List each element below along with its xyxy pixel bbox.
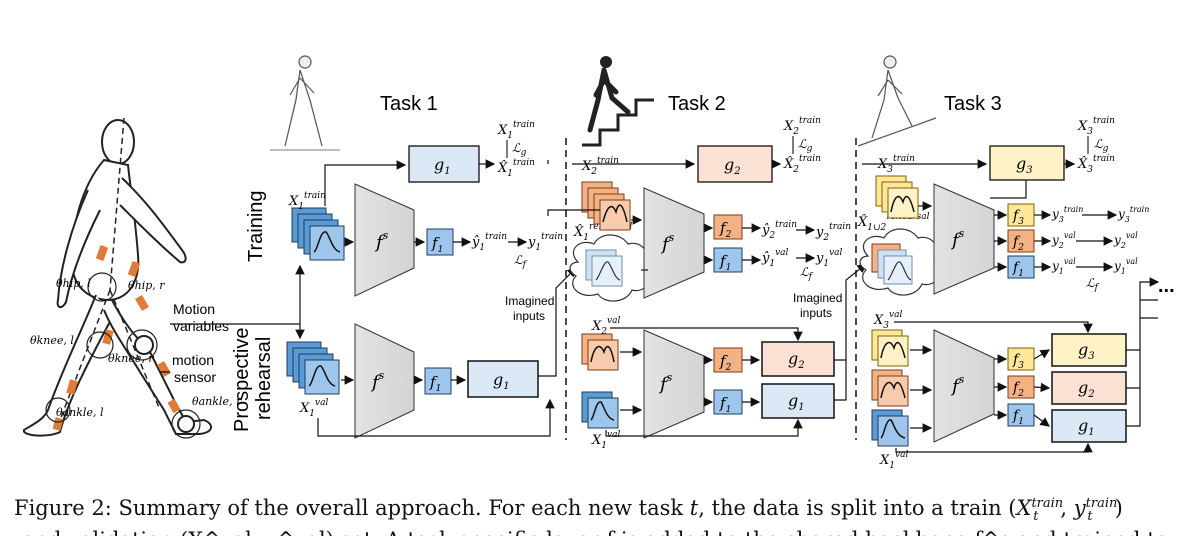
task2-xval2-label: X2val	[591, 316, 620, 337]
task3-val-input-stack-orange	[871, 369, 909, 407]
ankle-left-label: θankle, l	[56, 406, 104, 419]
task3-y3-train: y3train	[1051, 205, 1083, 224]
task3-train-fs-backbone	[933, 183, 995, 295]
rehearsal-label: rehearsal	[253, 337, 275, 420]
task1-train-input-stack	[291, 207, 345, 261]
stairs-icon	[582, 56, 654, 147]
task3-Lg: ℒg	[1094, 137, 1109, 154]
task1-Lg: ℒg	[512, 141, 527, 158]
task2-Lg: ℒg	[798, 137, 813, 154]
task3-title: Task 3	[944, 93, 1002, 115]
task2-reh-g2	[761, 341, 835, 377]
task3-y3-train-gt: y3train	[1117, 205, 1149, 224]
task2-train-f2-head	[713, 214, 743, 240]
task2-y-val: y1val	[815, 248, 843, 269]
task3-y1-val: y1val	[1051, 257, 1076, 276]
task3-val-input-stack-blue	[871, 409, 909, 447]
caption-comma: ,	[1060, 496, 1074, 520]
caption-task-var: t	[689, 496, 699, 520]
caption-text-2: , the data is split into a train (	[698, 496, 1017, 520]
knee-right-label: θknee, r	[108, 352, 154, 365]
walking-body-illustration	[23, 117, 212, 439]
task2-train-fs-backbone	[643, 187, 705, 299]
walking-icon	[270, 55, 340, 151]
caption-x-sup: train	[1031, 496, 1064, 511]
imagined-inputs-2a: Imagined	[793, 291, 842, 305]
task1-reh-f1-head	[424, 367, 452, 395]
motion-sensor-label-1: motion	[172, 352, 214, 368]
task3-reh-f1-label: f1	[1012, 408, 1024, 427]
caption-x-sub: t	[1033, 509, 1039, 525]
task2-title: Task 2	[668, 93, 726, 115]
task2-y-train: y2train	[815, 222, 851, 243]
task3-xhat-train: X̂3train	[1077, 154, 1115, 175]
imagined-inputs-2b: inputs	[800, 306, 832, 320]
task1-val-input-stack	[286, 341, 340, 395]
task3-reh-g2	[1051, 371, 1127, 405]
task2-val-input-stack-orange	[581, 333, 619, 371]
hip-right-label: θhip, r	[128, 279, 165, 292]
task2-xtrain-label: X2train	[581, 156, 619, 177]
task1-train-fs-backbone	[354, 183, 415, 297]
task3-reh-fs-backbone	[933, 329, 995, 443]
task1-xhat-train: X̂1train	[497, 158, 535, 179]
task1-yhat-train: ŷ1train	[471, 232, 507, 253]
task3-y1-val-gt: y1val	[1113, 257, 1138, 276]
motion-sensor-label-2: sensor	[174, 369, 216, 385]
caption-close: )	[1114, 496, 1123, 520]
task2-reh-f2	[713, 347, 743, 373]
task1-g1-generator	[408, 145, 480, 183]
task1-Lf: ℒf	[514, 253, 528, 270]
continuation-ellipsis: ...	[1158, 275, 1175, 297]
prospective-label: Prospective	[231, 328, 253, 433]
task1-xtrain-top: X1train	[497, 120, 535, 141]
task3-f1-label: f1	[1012, 260, 1024, 279]
task3-g3-generator	[989, 145, 1065, 181]
hip-left-label: θhip, l	[56, 277, 91, 290]
caption-y-sub: t	[1087, 509, 1093, 525]
training-label: Training	[245, 190, 267, 262]
imagined-inputs-1b: inputs	[513, 309, 545, 323]
motion-variables-label-2: variables	[173, 318, 229, 334]
task3-cloud	[859, 228, 940, 296]
task1-reh-g1	[467, 360, 539, 398]
knee-left-label: θknee, l	[30, 334, 74, 347]
task2-Lf: ℒf	[800, 265, 814, 282]
task2-train-f1-head	[713, 247, 743, 273]
caption-line2-text: and validation (X^val, y^val) set. A tas…	[22, 528, 1168, 536]
task2-reh-g1	[761, 383, 835, 419]
caption-x-var: X	[1016, 496, 1032, 520]
task2-train-input-stack	[581, 181, 631, 231]
caption-y-sup: train	[1085, 496, 1118, 511]
task1-xval-label: X1val	[299, 398, 328, 419]
task2-yhat-val: ŷ1val	[761, 248, 789, 269]
task2-xhat-train: X̂2train	[783, 154, 821, 175]
approach-diagram: θhip, l θhip, r θknee, l θknee, r θankle…	[23, 55, 1175, 471]
task3-val-input-stack-yellow	[871, 329, 909, 367]
task2-cloud	[569, 234, 650, 302]
task2-yhat-train: ŷ2train	[761, 220, 797, 241]
task3-y2-val: y2val	[1051, 231, 1076, 250]
task2-val-input-stack-blue	[581, 391, 619, 429]
imagined-inputs-1a: Imagined	[505, 294, 554, 308]
task3-y2-val-gt: y2val	[1113, 231, 1138, 250]
task3-xtrain-top: X3train	[1077, 116, 1115, 137]
task1-y-train: y1train	[527, 232, 563, 253]
figure-caption-line2: and validation (X^val, y^val) set. A tas…	[22, 528, 1192, 536]
task1-reh-fs-backbone	[354, 323, 415, 439]
task2-xtrain-top: X2train	[783, 116, 821, 137]
task3-Lf: ℒf	[1086, 276, 1100, 293]
motion-variables-label-1: Motion	[173, 301, 215, 317]
task1-title: Task 1	[380, 93, 438, 115]
task3-xval3-label: X3val	[873, 310, 902, 331]
figure-caption: Figure 2: Summary of the overall approac…	[14, 496, 1194, 524]
ankle-right-label: θankle, r	[192, 395, 242, 408]
caption-y-var: y	[1073, 496, 1086, 520]
caption-text-1: Figure 2: Summary of the overall approac…	[14, 496, 690, 520]
task2-reh-fs-backbone	[643, 329, 705, 439]
task3-xval1-label: X1val	[879, 450, 908, 471]
ramp-icon	[857, 55, 937, 147]
task3-train-input-stack	[875, 175, 919, 219]
